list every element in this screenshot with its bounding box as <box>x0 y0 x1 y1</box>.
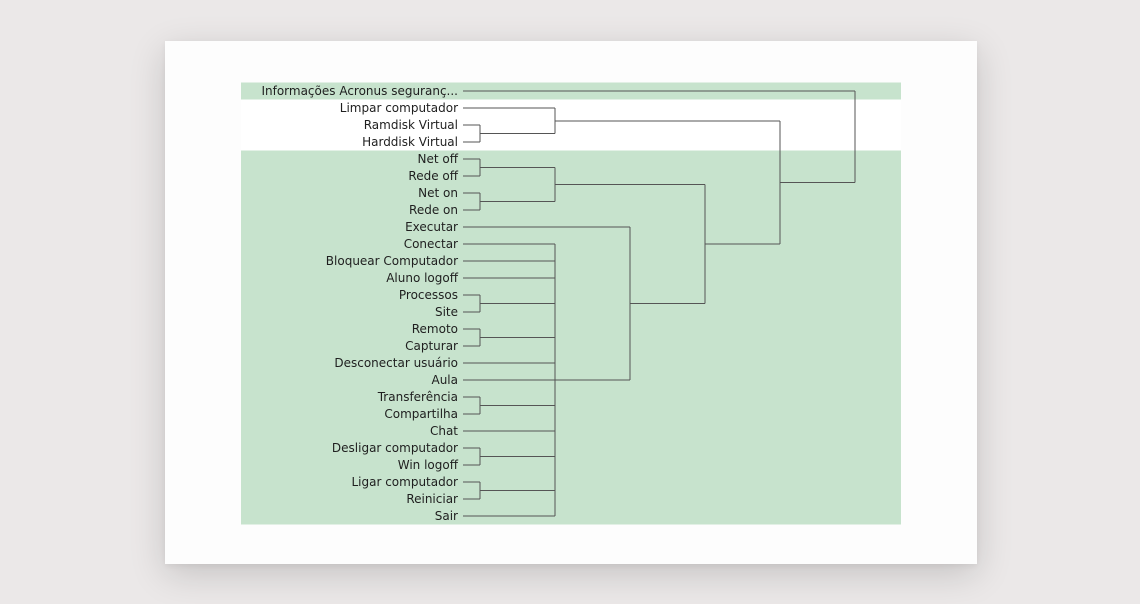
cluster-bands <box>241 82 901 525</box>
leaf-label: Ramdisk Virtual <box>364 118 458 132</box>
leaf-label: Conectar <box>404 237 458 251</box>
leaf-label: Desconectar usuário <box>334 356 458 370</box>
leaf-label: Win logoff <box>398 458 459 472</box>
dendrogram-links <box>463 90 856 517</box>
leaf-label: Capturar <box>405 339 458 353</box>
leaf-label: Bloquear Computador <box>326 254 458 268</box>
leaf-label: Rede off <box>408 169 458 183</box>
leaf-label: Net off <box>418 152 459 166</box>
leaf-label: Processos <box>399 288 458 302</box>
leaf-label: Rede on <box>409 203 458 217</box>
leaf-label: Limpar computador <box>340 101 458 115</box>
leaf-label: Sair <box>435 509 458 523</box>
cluster-band-b <box>241 99 901 151</box>
leaf-label: Net on <box>418 186 458 200</box>
leaf-label: Executar <box>405 220 458 234</box>
leaf-label: Desligar computador <box>332 441 458 455</box>
cluster-band-c <box>241 150 901 525</box>
leaf-label: Aula <box>431 373 458 387</box>
leaf-label: Ligar computador <box>351 475 458 489</box>
leaf-label: Site <box>435 305 458 319</box>
leaf-label: Harddisk Virtual <box>362 135 458 149</box>
leaf-label: Reiniciar <box>406 492 458 506</box>
leaf-label: Compartilha <box>384 407 458 421</box>
leaf-label: Informações Acronus seguranç... <box>261 84 458 98</box>
leaf-label: Aluno logoff <box>386 271 459 285</box>
leaf-label: Remoto <box>412 322 458 336</box>
leaf-label: Transferência <box>377 390 458 404</box>
leaf-labels: Informações Acronus seguranç... Limpar co… <box>261 84 458 523</box>
leaf-label: Chat <box>430 424 458 438</box>
